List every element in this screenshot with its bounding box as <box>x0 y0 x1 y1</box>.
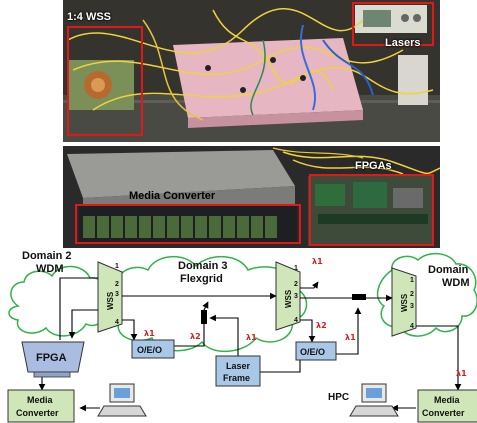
media-converter-left: Media Converter <box>7 389 75 423</box>
link-oeo-to-combiner <box>334 307 362 355</box>
fpga-label: FPGA <box>36 352 67 364</box>
media-converter-right: Media Converter <box>417 389 477 423</box>
hpc-computer-icon <box>349 383 399 417</box>
wss-photo-label: 1:4 WSS <box>67 11 112 23</box>
link-wss-left-to-fpga <box>59 277 98 340</box>
link-fpga-to-wss-left <box>68 309 98 339</box>
link-laser-to-coupler <box>209 314 239 356</box>
domain1-subtitle: WDM <box>442 277 470 289</box>
media-left-line1: Media <box>27 395 54 405</box>
fpgas-highlight-box <box>309 174 434 246</box>
lab-photo-bottom: Media Converter FPGAs <box>63 146 440 248</box>
lab-photo-bottom-art <box>63 146 440 248</box>
wss-right-port2: 2 <box>410 291 414 298</box>
wss-right-label: WSS <box>400 293 409 312</box>
link-wss-right-to-media <box>416 325 462 391</box>
wss-middle-label: WSS <box>284 289 293 308</box>
lasers-highlight-box <box>352 2 434 46</box>
lambda1-laser: λ1 <box>246 333 257 342</box>
network-diagram: Domain 2 WDM Domain 3 Flexgrid Domain WD… <box>7 250 477 423</box>
wss-right-port4: 4 <box>410 323 414 330</box>
wss-left-port1: 1 <box>115 263 119 270</box>
link-wss-middle-port2 <box>300 281 319 289</box>
wss-left-port3: 3 <box>115 291 119 298</box>
domain3-title: Domain 3 <box>178 260 228 272</box>
lasers-photo-label: Lasers <box>385 37 421 49</box>
wss-middle-port1: 1 <box>294 265 298 272</box>
lambda1-far-right: λ1 <box>456 369 467 378</box>
domain2-title: Domain 2 <box>22 250 72 262</box>
media-converter-photo-label: Media Converter <box>129 190 216 202</box>
media-left-line2: Converter <box>16 408 59 418</box>
lab-photo-top: 1:4 WSS Lasers <box>63 0 440 142</box>
laser-frame: Laser Frame <box>215 355 261 387</box>
domain1-title: Domain <box>428 264 469 276</box>
domain1-cloud <box>376 252 477 337</box>
oeo-right: O/E/O <box>295 341 337 361</box>
wss-left-label: WSS <box>106 291 115 310</box>
link-laser-to-oeo2 <box>260 354 301 373</box>
link-oeo-to-coupler <box>172 324 205 347</box>
link-wss-middle-to-oeo <box>300 319 316 343</box>
lambda1-right: λ1 <box>345 333 356 342</box>
lab-photo-top-art <box>63 0 440 142</box>
hpc-label: HPC <box>328 392 349 403</box>
laser-frame-line2: Frame <box>223 373 250 383</box>
wss-highlight-box <box>67 26 143 136</box>
oeo-right-label: O/E/O <box>300 347 325 357</box>
coupler-right <box>352 294 366 300</box>
wss-left-port4: 4 <box>115 319 119 326</box>
oeo-left-label: O/E/O <box>137 345 162 355</box>
laser-frame-line1: Laser <box>226 361 251 371</box>
wss-middle-port3: 3 <box>294 293 298 300</box>
wss-right-port3: 3 <box>410 303 414 310</box>
computer-icon <box>97 383 147 417</box>
media-right-line1: Media <box>434 395 461 405</box>
lambda1-top-right: λ1 <box>312 257 323 266</box>
oeo-left: O/E/O <box>131 339 175 359</box>
wss-left: WSS 1 2 3 4 <box>97 261 123 333</box>
domain3-subtitle: Flexgrid <box>180 273 223 285</box>
wss-middle-port2: 2 <box>294 281 298 288</box>
link-wss-left-to-oeo <box>122 319 138 341</box>
coupler-middle <box>201 310 207 324</box>
lambda2-right: λ2 <box>316 321 327 330</box>
wss-right-port1: 1 <box>410 277 414 284</box>
wss-middle: WSS 1 2 3 4 <box>275 261 301 331</box>
fpga-box: FPGA <box>21 341 85 378</box>
lambda1-left: λ1 <box>144 329 155 338</box>
domain2-cloud <box>8 265 108 337</box>
fpgas-photo-label: FPGAs <box>355 160 392 172</box>
media-right-line2: Converter <box>422 408 465 418</box>
domain2-subtitle: WDM <box>36 263 64 275</box>
lambda2-left: λ2 <box>190 332 201 341</box>
wss-left-port2: 2 <box>115 281 119 288</box>
wss-middle-port4: 4 <box>294 317 298 324</box>
media-converter-highlight-box <box>75 204 301 244</box>
wss-right: WSS 1 2 3 4 <box>391 267 417 337</box>
